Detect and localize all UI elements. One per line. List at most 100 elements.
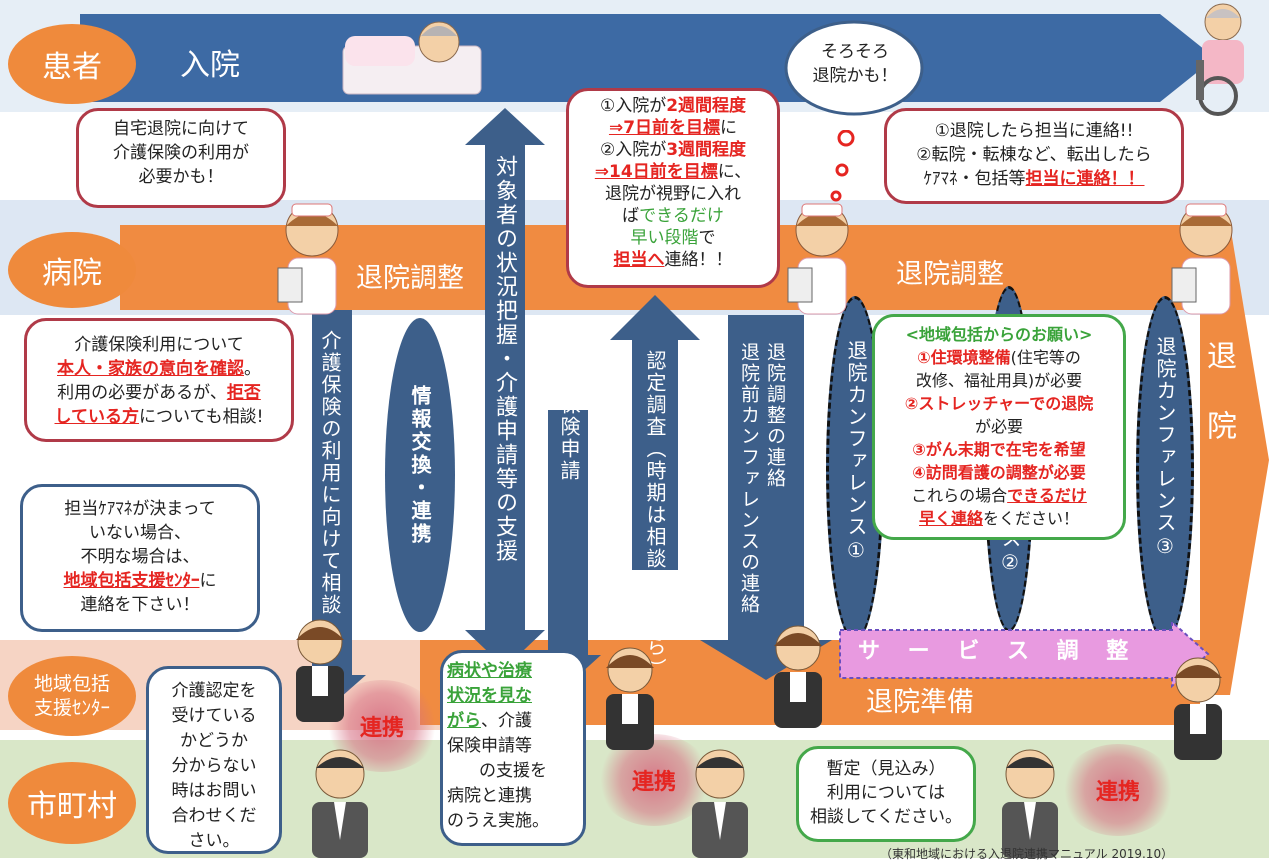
b5-r1: 2週間程度 [666, 96, 747, 116]
conference3-pill [1136, 296, 1194, 642]
bubble-certification: 介護認定を 受けている かどうか 分からない 時はお問い 合わせくだ さい。 [146, 666, 282, 854]
b7-r3: ③がん末期で在宅を希望 [912, 440, 1086, 459]
role-center-line2: 支援ｾﾝﾀｰ [33, 697, 110, 719]
b8-g3: がら [447, 711, 481, 731]
b9-line2: 利用については [826, 783, 946, 803]
b7-p1: (住宅等の [1010, 348, 1081, 367]
b5-p1: ①入院が [599, 96, 667, 116]
b1-line1: 自宅退院に向けて [113, 119, 249, 139]
b4-line5: 時はお問い [171, 781, 257, 801]
b7-r6: 早く連絡 [918, 509, 983, 528]
bubble-caremanager: 担当ｹｱﾏﾈが決まって いない場合、 不明な場合は、 地域包括支援ｾﾝﾀｰに 連… [20, 484, 260, 632]
b4-line3: かどうか [180, 731, 248, 751]
thought-cloud-shape [784, 20, 924, 116]
b2-red2: 拒否 [226, 383, 261, 403]
thought-dots [830, 130, 855, 202]
conference3-label: 退院カンファレンス③ [1153, 336, 1177, 560]
v5-label: 認定調査（時期は相談しながら） [643, 350, 667, 680]
b7-r2: ②ストレッチャーでの退院 [904, 394, 1094, 413]
b8-p5: のうえ実施。 [447, 811, 549, 831]
b4-line6: 合わせくだ [171, 806, 257, 826]
center-staff-icon-4 [1174, 657, 1222, 760]
b4-line7: さい。 [188, 831, 240, 851]
b6-line2: ②転院・転棟など、転出したら [916, 145, 1152, 165]
bubble-admission-timing: ①入院が2週間程度 ⇒7日前を目標に ②入院が3週間程度 ⇒14日前を目標に、 … [566, 88, 780, 288]
b2-period: 。 [244, 359, 261, 379]
b5-r2: ⇒7日前を目標 [608, 118, 721, 138]
b5-p7: で [698, 228, 716, 248]
role-hospital: 病院 [8, 232, 136, 308]
b2-line1: 介護保険利用について [74, 335, 244, 355]
adjust-left-label: 退院調整 [356, 263, 464, 294]
b9-line3: 相談してください。 [810, 807, 962, 827]
b6-line3: ｹｱﾏﾈ・包括等 [923, 169, 1026, 189]
renkei-3: 連携 [1060, 744, 1176, 836]
bubble-after-discharge: ①退院したら担当に連絡!! ②転院・転棟など、転出したら ｹｱﾏﾈ・包括等担当に… [884, 108, 1184, 204]
center-staff-icon-2 [606, 647, 654, 750]
b7-p3: が必要 [974, 417, 1023, 436]
b8-p1: 、介護 [481, 711, 532, 731]
b5-p5: 退院が視野に入れ [605, 184, 741, 204]
city-staff-icon [312, 749, 368, 858]
service-label: サ ー ビ ス 調 整 [858, 639, 1139, 664]
b5-p8: 連絡！！ [664, 250, 733, 270]
v6a-label: 退院調整の連絡 [764, 342, 786, 489]
b7-r4: ④訪問看護の調整が必要 [912, 463, 1086, 482]
prep-label: 退院準備 [866, 687, 974, 718]
nurse-icon-3 [1171, 203, 1233, 315]
b8-p2: 保険申請等 [447, 736, 532, 756]
conference1-label: 退院カンファレンス① [844, 340, 868, 564]
b1-line3: 必要かも！ [138, 167, 224, 187]
b6-line1: ①退院したら担当に連絡!! [934, 121, 1134, 141]
admission-label: 入院 [180, 48, 240, 83]
v1-label: 介護保険の利用に向けて相談 [318, 330, 342, 616]
nurse-icon-2 [787, 203, 849, 315]
bubble-home-discharge: 自宅退院に向けて 介護保険の利用が 必要かも！ [76, 108, 286, 208]
b7-title: <地域包括からのお願い> [905, 325, 1093, 344]
footer-source: （東和地域における入退院連携マニュアル 2019.10） [880, 847, 1174, 861]
b7-r5: できるだけ [1007, 486, 1087, 505]
city-staff-icon-2 [692, 749, 748, 858]
b2-red3: している方 [54, 407, 140, 427]
adjust-right-label: 退院調整 [896, 259, 1004, 290]
b2-line2b: 利用の必要があるが、 [57, 383, 227, 403]
center-staff-icon-3 [774, 625, 822, 728]
b5-r3: 3週間程度 [666, 140, 747, 160]
b8-g1: 病状や治療 [447, 661, 532, 681]
b9-line1: 暫定（見込み） [826, 759, 946, 779]
b8-g2: 状況を見な [447, 686, 532, 706]
b3-line4: に [199, 571, 217, 591]
bubble-provisional: 暫定（見込み） 利用については 相談してください。 [796, 746, 976, 842]
bubble-requests: <地域包括からのお願い> ①住環境整備(住宅等の 改修、福祉用具)が必要 ②スト… [872, 314, 1126, 540]
b2-red1: 本人・家族の意向を確認 [57, 359, 244, 379]
wheelchair-patient-icon [1196, 3, 1244, 116]
b8-p3: の支援を [479, 761, 547, 781]
service-arrow [839, 620, 1210, 689]
b3-line3: 不明な場合は、 [80, 547, 200, 567]
patient-bed-icon [342, 21, 482, 95]
b5-g2: 早い段階 [630, 228, 699, 248]
b5-g1: できるだけ [639, 206, 724, 226]
info-exchange-pill [385, 318, 455, 632]
b5-r4: ⇒14日前を目標 [594, 162, 718, 182]
b5-p2: に [720, 118, 738, 138]
b7-r1: ①住環境整備 [917, 348, 1011, 367]
bubble-intent-confirm: 介護保険利用について 本人・家族の意向を確認。 利用の必要があるが、拒否 してい… [24, 318, 294, 442]
nurse-icon [277, 203, 339, 315]
role-city: 市町村 [8, 762, 136, 844]
b7-p5: をください！ [983, 509, 1080, 528]
b4-line2: 受けている [171, 706, 257, 726]
bubble-center-support: 病状や治療 状況を見な がら、介護 保険申請等 の支援を 病院と連携 のうえ実施… [440, 650, 586, 846]
city-staff-icon-3 [1002, 749, 1058, 858]
b5-p6: ば [622, 206, 640, 226]
v2-label: 情報交換・連携 [408, 385, 432, 546]
b1-line2: 介護保険の利用が [113, 143, 249, 163]
thought-cloud-text: そろそろ 退院かも！ [790, 40, 920, 88]
b8-p4: 病院と連携 [447, 786, 532, 806]
thought-line1: そろそろ [821, 42, 889, 62]
b7-p4: これらの場合 [911, 486, 1008, 505]
b3-red: 地域包括支援ｾﾝﾀｰ [63, 571, 200, 591]
role-center-line1: 地域包括 [33, 673, 110, 695]
b6-red: 担当に連絡！！ [1025, 169, 1145, 189]
b5-p3: ②入院が [599, 140, 667, 160]
